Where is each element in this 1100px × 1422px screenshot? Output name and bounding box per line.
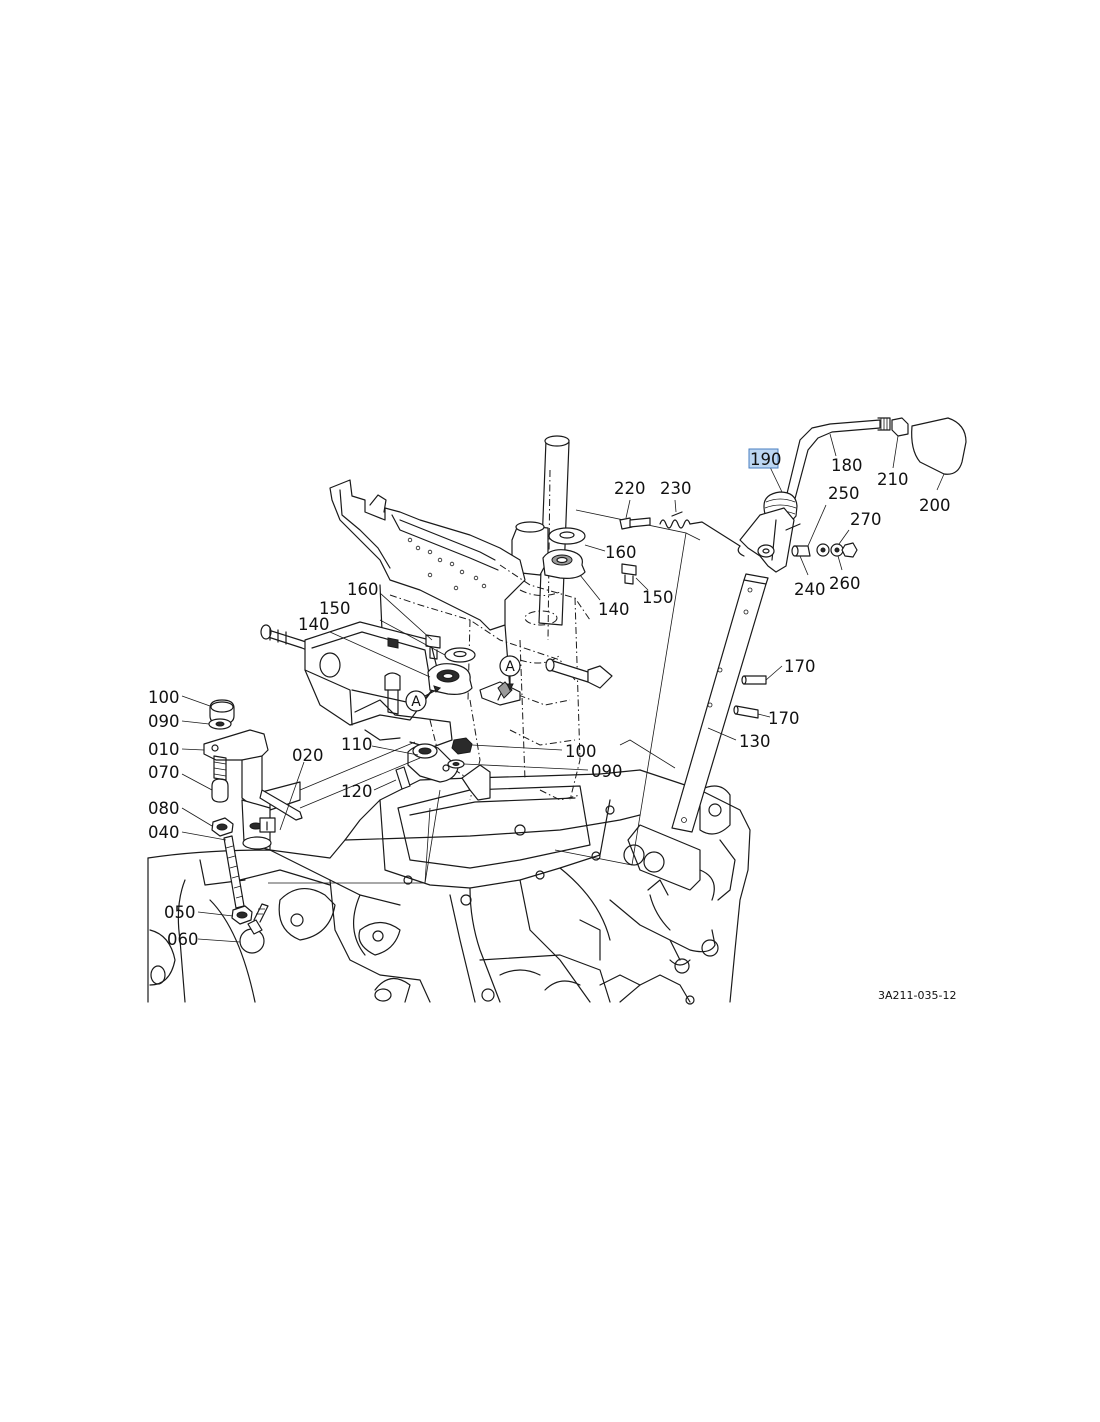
part-label-060[interactable]: 060 xyxy=(167,930,199,949)
part-label-090-right[interactable]: 090 xyxy=(591,762,623,781)
part-label-200[interactable]: 200 xyxy=(919,496,951,515)
part-label-170-upper[interactable]: 170 xyxy=(784,657,816,676)
part-label-130[interactable]: 130 xyxy=(739,732,771,751)
part-label-240[interactable]: 240 xyxy=(794,580,826,599)
part-label-230[interactable]: 230 xyxy=(660,479,692,498)
part-label-160-left[interactable]: 160 xyxy=(347,580,379,599)
part-label-100-right[interactable]: 100 xyxy=(565,742,597,761)
shift-lever-assembly xyxy=(619,417,967,833)
part-label-250[interactable]: 250 xyxy=(828,484,860,503)
part-190-highlight[interactable] xyxy=(748,448,779,469)
drawing-id: 3A211-035-12 xyxy=(878,989,956,1002)
part-label-140-right[interactable]: 140 xyxy=(598,600,630,619)
part-label-100-left[interactable]: 100 xyxy=(148,688,180,707)
part-labels: 190 180 210 200 220 230 250 270 240 260 … xyxy=(148,450,956,1002)
part-label-070[interactable]: 070 xyxy=(148,763,180,782)
part-label-090-left[interactable]: 090 xyxy=(148,712,180,731)
part-label-150-right[interactable]: 150 xyxy=(642,588,674,607)
part-label-260[interactable]: 260 xyxy=(829,574,861,593)
part-label-140-left[interactable]: 140 xyxy=(298,615,330,634)
part-label-190[interactable]: 190 xyxy=(750,450,782,469)
part-label-180[interactable]: 180 xyxy=(831,456,863,475)
detail-marker-left: A xyxy=(405,685,441,712)
part-label-120[interactable]: 120 xyxy=(341,782,373,801)
left-pivot-assembly xyxy=(384,634,491,801)
detail-marker-right-text: A xyxy=(505,659,515,675)
part-label-160-right[interactable]: 160 xyxy=(605,543,637,562)
part-label-220[interactable]: 220 xyxy=(614,479,646,498)
part-label-170-lower[interactable]: 170 xyxy=(768,709,800,728)
detail-marker-left-text: A xyxy=(411,694,421,710)
part-label-210[interactable]: 210 xyxy=(877,470,909,489)
part-label-020[interactable]: 020 xyxy=(292,746,324,765)
part-label-150-left[interactable]: 150 xyxy=(319,599,351,618)
leader-lines xyxy=(181,433,945,943)
mounting-panel xyxy=(260,435,701,866)
part-label-080[interactable]: 080 xyxy=(148,799,180,818)
part-label-110[interactable]: 110 xyxy=(341,735,373,754)
left-lever-assembly xyxy=(203,699,441,954)
part-label-010[interactable]: 010 xyxy=(148,740,180,759)
detail-marker-right: A xyxy=(499,655,521,692)
part-label-050[interactable]: 050 xyxy=(164,903,196,922)
part-label-040[interactable]: 040 xyxy=(148,823,180,842)
part-label-270[interactable]: 270 xyxy=(850,510,882,529)
